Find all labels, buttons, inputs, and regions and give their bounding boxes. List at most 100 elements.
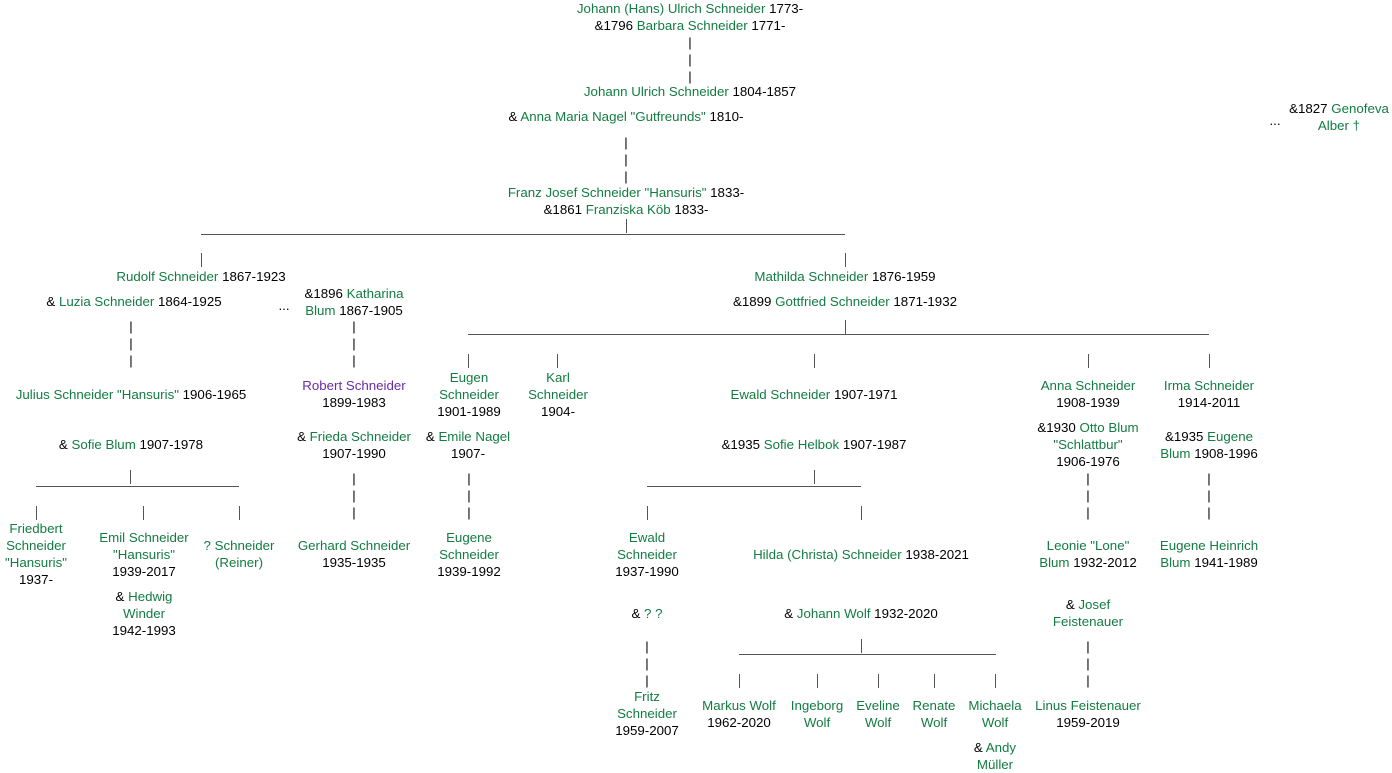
connector-line bbox=[995, 674, 996, 688]
person-link[interactable]: Irma Schneider bbox=[1163, 378, 1255, 393]
person-link[interactable]: Johann Ulrich Schneider bbox=[583, 84, 729, 99]
more-spouses-ellipsis[interactable]: ... bbox=[278, 298, 290, 313]
person-link[interactable]: Wolf bbox=[981, 715, 1009, 730]
spouse-link[interactable]: Genofeva bbox=[1331, 101, 1389, 116]
connector-line bbox=[36, 506, 37, 520]
connector-line bbox=[130, 470, 131, 484]
person-link[interactable]: Linus Feistenauer bbox=[1035, 698, 1141, 713]
spouse-link[interactable]: Blum bbox=[1160, 446, 1191, 461]
marriage-label: &1935 bbox=[1164, 429, 1204, 444]
spouse-link[interactable]: Barbara Schneider bbox=[636, 18, 748, 33]
spouse-link[interactable]: Blum bbox=[305, 303, 336, 318]
person-eugene-heinrich-blum: Eugene Heinrich Blum 1941-1989 bbox=[1144, 537, 1274, 571]
spouse-link[interactable]: Gottfried Schneider bbox=[775, 294, 890, 309]
marriage-label: &1796 bbox=[594, 18, 634, 33]
spouse-hedwig-winder: & Hedwig Winder 1942-1993 bbox=[99, 588, 189, 639]
person-link[interactable]: Ewald bbox=[628, 530, 666, 545]
person-link[interactable]: Emil Schneider bbox=[99, 530, 189, 545]
person-link[interactable]: Gerhard Schneider bbox=[297, 538, 411, 553]
sibling-line bbox=[201, 234, 845, 235]
person-link[interactable]: Schneider bbox=[439, 547, 499, 562]
spouse-link[interactable]: Andy bbox=[985, 740, 1017, 755]
person-link[interactable]: Julius Schneider "Hansuris" bbox=[15, 387, 179, 402]
spouse-link[interactable]: Feistenauer bbox=[1052, 614, 1124, 629]
spouse-link[interactable]: Josef bbox=[1078, 597, 1111, 612]
person-link[interactable]: Wolf bbox=[920, 715, 948, 730]
person-link[interactable]: Ewald Schneider bbox=[730, 387, 831, 402]
person-link[interactable]: Anna Schneider bbox=[1040, 378, 1136, 393]
person-link[interactable]: Wolf bbox=[864, 715, 892, 730]
connector-line bbox=[557, 354, 558, 368]
spouse-link[interactable]: Anna Maria Nagel "Gutfreunds" bbox=[520, 109, 706, 124]
person-link[interactable]: ? Schneider bbox=[203, 538, 275, 553]
years: 1908-1996 bbox=[1194, 446, 1258, 461]
years: 1876-1959 bbox=[871, 269, 936, 284]
person-link[interactable]: Michaela bbox=[968, 698, 1022, 713]
person-link[interactable]: Robert Schneider bbox=[302, 378, 406, 393]
person-link[interactable]: Friedbert bbox=[9, 521, 63, 536]
spouse-link[interactable]: Sofie Helbok bbox=[763, 437, 840, 452]
person-link[interactable]: Leonie "Lone" bbox=[1046, 538, 1130, 553]
spouse-link[interactable]: Frieda Schneider bbox=[309, 429, 411, 444]
years: 1773- bbox=[769, 1, 804, 16]
connector-line bbox=[647, 506, 648, 520]
spouse-link[interactable]: Eugene bbox=[1207, 429, 1253, 444]
connector-bar: ||| bbox=[1207, 471, 1211, 520]
spouse-link[interactable]: ? ? bbox=[644, 606, 663, 621]
person-irma-schneider: Irma Schneider 1914-2011 bbox=[1149, 377, 1269, 411]
person-link[interactable]: Ingeborg bbox=[790, 698, 844, 713]
spouse-link[interactable]: Luzia Schneider bbox=[58, 294, 155, 309]
person-link[interactable]: Fritz bbox=[634, 689, 660, 704]
spouse-link[interactable]: Sofie Blum bbox=[71, 437, 136, 452]
person-robert-schneider: Robert Schneider 1899-1983 bbox=[284, 377, 424, 411]
person-link[interactable]: Eugene Heinrich bbox=[1159, 538, 1259, 553]
person-link[interactable]: Karl bbox=[546, 370, 570, 385]
spouse-link[interactable]: Otto Blum bbox=[1079, 420, 1139, 435]
person-link[interactable]: Schneider bbox=[617, 706, 677, 721]
marriage-label: & bbox=[784, 606, 794, 621]
person-link[interactable]: "Hansuris" bbox=[113, 547, 175, 562]
more-spouses-ellipsis[interactable]: ... bbox=[1269, 113, 1281, 128]
connector-line bbox=[861, 639, 862, 653]
marriage-label: &1930 bbox=[1037, 420, 1076, 435]
person-link[interactable]: Wolf bbox=[803, 715, 831, 730]
connector-line bbox=[239, 506, 240, 520]
person-link[interactable]: Blum bbox=[1160, 555, 1191, 570]
connector-line bbox=[814, 470, 815, 484]
person-eugene-schneider: Eugene Schneider 1939-1992 bbox=[424, 529, 514, 580]
connector-bar: ||| bbox=[645, 639, 649, 688]
spouse-link[interactable]: Alber † bbox=[1317, 118, 1361, 133]
spouse-link[interactable]: Winder bbox=[122, 606, 166, 621]
spouse-eugene-blum: &1935 Eugene Blum 1908-1996 bbox=[1149, 428, 1269, 462]
person-link[interactable]: Hilda (Christa) Schneider bbox=[753, 547, 902, 562]
person-julius-schneider: Julius Schneider "Hansuris" 1906-1965 bbox=[1, 386, 261, 403]
years: 1907-1971 bbox=[833, 387, 898, 402]
spouse-link[interactable]: Katharina bbox=[346, 286, 404, 301]
spouse-link[interactable]: "Schlattbur" bbox=[1053, 437, 1123, 452]
spouse-link[interactable]: Hedwig bbox=[128, 589, 173, 604]
person-link[interactable]: Schneider bbox=[528, 387, 588, 402]
person-link[interactable]: Johann (Hans) Ulrich Schneider bbox=[576, 1, 766, 16]
person-link[interactable]: Eveline bbox=[856, 698, 900, 713]
person-link[interactable]: Eugen bbox=[449, 370, 489, 385]
spouse-link[interactable]: Franziska Köb bbox=[585, 202, 671, 217]
spouse-link[interactable]: Johann Wolf bbox=[796, 606, 871, 621]
person-link[interactable]: Markus Wolf bbox=[702, 698, 776, 713]
person-link[interactable]: Schneider bbox=[6, 538, 66, 553]
years: 1804-1857 bbox=[732, 84, 797, 99]
spouse-anna-maria-nagel: & Anna Maria Nagel "Gutfreunds" 1810- bbox=[426, 108, 826, 125]
person-link[interactable]: Schneider bbox=[439, 387, 499, 402]
spouse-link[interactable]: Emile Nagel bbox=[438, 429, 511, 444]
person-link[interactable]: Renate bbox=[912, 698, 956, 713]
years: 1907-1978 bbox=[139, 437, 204, 452]
person-link[interactable]: Blum bbox=[1039, 555, 1070, 570]
spouse-link[interactable]: Müller bbox=[976, 757, 1014, 772]
person-link[interactable]: Eugene bbox=[446, 530, 492, 545]
person-link[interactable]: (Reiner) bbox=[214, 555, 264, 570]
person-link[interactable]: Franz Josef Schneider "Hansuris" bbox=[507, 185, 707, 200]
person-link[interactable]: "Hansuris" bbox=[5, 555, 67, 570]
connector-bar: ||| bbox=[467, 471, 471, 520]
person-link[interactable]: Schneider bbox=[617, 547, 677, 562]
person-link[interactable]: Mathilda Schneider bbox=[754, 269, 869, 284]
person-link[interactable]: Rudolf Schneider bbox=[116, 269, 219, 284]
